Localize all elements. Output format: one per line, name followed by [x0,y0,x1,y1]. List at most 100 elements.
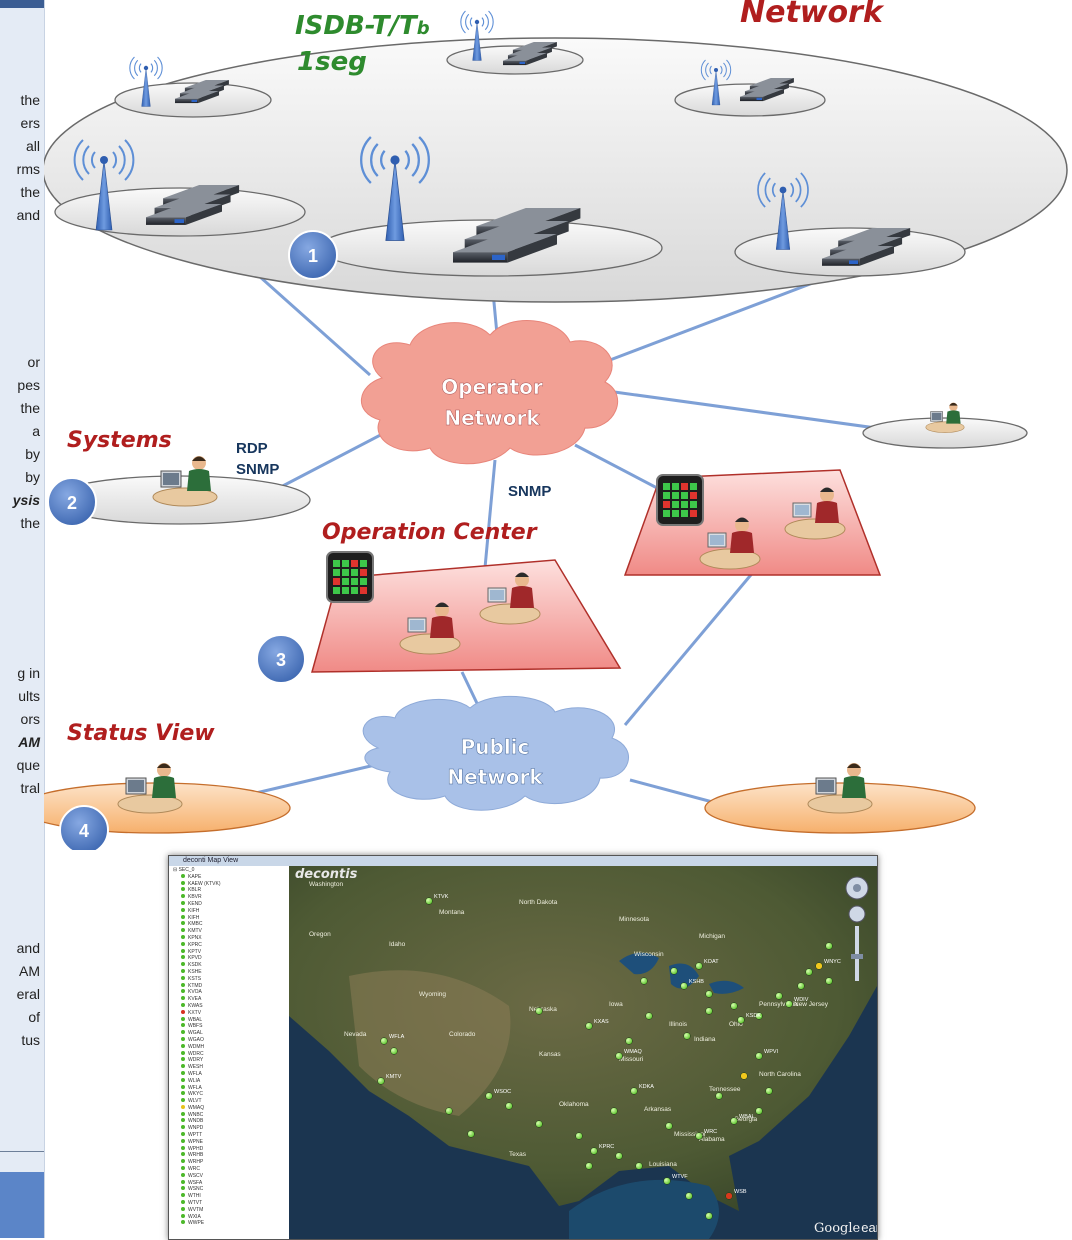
tree-station-item[interactable]: WTVT [173,1200,221,1207]
station-marker[interactable] [695,1132,703,1140]
tree-station-item[interactable]: WSCV [173,1172,221,1180]
tree-station-item[interactable]: WXIA [173,1213,221,1221]
tree-station-item[interactable]: KBLR [173,887,221,894]
tree-root[interactable]: ⊟ SEC_0 [173,867,195,873]
station-marker[interactable] [740,1072,748,1080]
tree-station-item[interactable]: WSNC [173,1186,221,1193]
station-marker[interactable] [635,1162,643,1170]
tree-station-item[interactable]: KAPE [173,873,221,881]
station-marker[interactable] [615,1052,623,1060]
tree-station-item[interactable]: WNDB [173,1118,221,1125]
tree-station-item[interactable]: WWPE [173,1220,221,1227]
station-marker[interactable] [590,1147,598,1155]
tree-station-item[interactable]: WLVT [173,1098,221,1105]
station-marker[interactable] [615,1152,623,1160]
tree-station-item[interactable]: WDRC [173,1050,221,1058]
station-marker[interactable] [585,1162,593,1170]
tree-station-item[interactable]: WVTM [173,1206,221,1214]
tree-station-item[interactable]: WNPD [173,1125,221,1132]
station-marker[interactable] [535,1007,543,1015]
tree-station-item[interactable]: KXTV [173,1009,221,1017]
tree-station-item[interactable]: WNBC [173,1111,221,1119]
station-marker[interactable] [505,1102,513,1110]
station-marker[interactable] [585,1022,593,1030]
tree-station-item[interactable]: WRC [173,1166,221,1173]
station-marker[interactable] [737,1016,745,1024]
station-marker[interactable] [695,962,703,970]
station-marker[interactable] [825,977,833,985]
station-marker[interactable] [485,1092,493,1100]
tree-station-item[interactable]: WSFA [173,1179,221,1187]
station-marker[interactable] [670,967,678,975]
tree-station-item[interactable]: WKYC [173,1091,221,1098]
station-marker[interactable] [685,1192,693,1200]
station-marker[interactable] [535,1120,543,1128]
tree-station-item[interactable]: WFLA [173,1070,221,1078]
tree-station-item[interactable]: KSHE [173,968,221,976]
station-marker[interactable] [625,1037,633,1045]
tree-station-item[interactable]: KTMD [173,982,221,990]
tree-station-item[interactable]: WPTT [173,1132,221,1139]
station-marker[interactable] [815,962,823,970]
tree-station-item[interactable]: KPVD [173,955,221,962]
station-marker[interactable] [785,1000,793,1008]
station-marker[interactable] [425,897,433,905]
tree-station-item[interactable]: KVOA [173,989,221,996]
tree-station-item[interactable]: WRHB [173,1152,221,1159]
station-marker[interactable] [680,982,688,990]
station-marker[interactable] [797,982,805,990]
station-marker[interactable] [390,1047,398,1055]
station-marker[interactable] [630,1087,638,1095]
station-marker[interactable] [775,992,783,1000]
station-marker[interactable] [755,1012,763,1020]
tree-station-item[interactable]: KIFH [173,907,221,915]
station-marker[interactable] [765,1087,773,1095]
tree-station-item[interactable]: WPNE [173,1138,221,1146]
station-marker[interactable] [640,977,648,985]
station-marker[interactable] [755,1052,763,1060]
tree-station-item[interactable]: KMBC [173,921,221,928]
station-marker[interactable] [645,1012,653,1020]
station-marker[interactable] [610,1107,618,1115]
tree-station-item[interactable]: WGAO [173,1036,221,1044]
station-marker[interactable] [445,1107,453,1115]
station-marker[interactable] [683,1032,691,1040]
tree-station-item[interactable]: KPRC [173,941,221,949]
station-marker[interactable] [825,942,833,950]
station-marker[interactable] [467,1130,475,1138]
station-marker[interactable] [380,1037,388,1045]
tree-station-item[interactable]: WTHI [173,1193,221,1200]
station-marker[interactable] [705,990,713,998]
tree-station-item[interactable]: KWAS [173,1002,221,1010]
station-marker[interactable] [715,1092,723,1100]
station-marker[interactable] [805,968,813,976]
station-marker[interactable] [730,1002,738,1010]
station-marker[interactable] [725,1192,733,1200]
tree-station-item[interactable]: WBAL [173,1016,221,1024]
tree-station-item[interactable]: WBFS [173,1023,221,1030]
tree-station-item[interactable]: WPHD [173,1145,221,1153]
tree-station-item[interactable]: KSDK [173,962,221,969]
map-navigation-control[interactable] [845,876,869,981]
tree-station-item[interactable]: KIFH [173,914,221,922]
tree-station-item[interactable]: KPNX [173,934,221,942]
station-marker[interactable] [575,1132,583,1140]
tree-station-item[interactable]: WESH [173,1064,221,1071]
tree-station-item[interactable]: KPTV [173,948,221,956]
tree-station-item[interactable]: WRHP [173,1159,221,1166]
station-marker[interactable] [755,1107,763,1115]
station-marker[interactable] [665,1122,673,1130]
station-marker[interactable] [730,1117,738,1125]
tree-station-item[interactable]: KMTV [173,928,221,935]
tree-station-item[interactable]: WFLA [173,1084,221,1092]
tree-station-item[interactable]: KVEA [173,996,221,1003]
tree-station-item[interactable]: WDRY [173,1057,221,1064]
tree-station-item[interactable]: WDMH [173,1043,221,1051]
station-marker[interactable] [663,1177,671,1185]
tree-station-item[interactable]: KEND [173,900,221,908]
tree-station-item[interactable]: WGAL [173,1030,221,1037]
station-marker[interactable] [377,1077,385,1085]
